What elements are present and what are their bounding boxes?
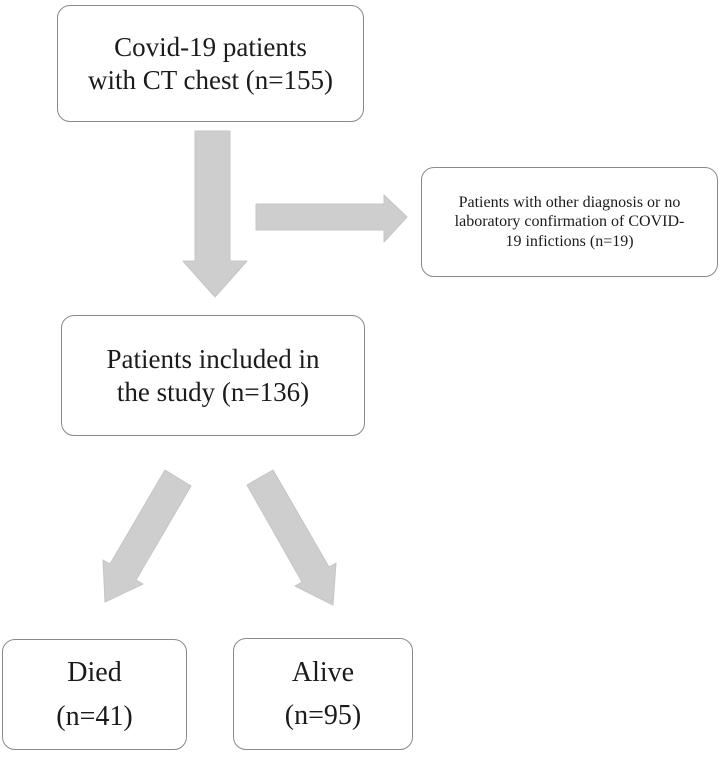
text-line: with CT chest (n=155)	[88, 64, 333, 95]
box-covid-ct-patients: Covid-19 patients with CT chest (n=155)	[57, 5, 364, 122]
text-line: Covid-19 patients	[114, 32, 307, 63]
box-included-patients-text: Patients included in the study (n=136)	[62, 343, 364, 408]
box-covid-ct-patients-text: Covid-19 patients with CT chest (n=155)	[58, 31, 363, 96]
down-arrow-icon	[182, 130, 248, 298]
text-line: laboratory confirmation of COVID-	[454, 213, 685, 231]
box-alive-text: Alive (n=95)	[234, 651, 412, 738]
text-line: Patients with other diagnosis or no	[458, 194, 681, 212]
text-line: Alive	[291, 656, 355, 688]
box-alive: Alive (n=95)	[233, 638, 413, 750]
box-included-patients: Patients included in the study (n=136)	[61, 315, 365, 436]
text-line: the study (n=136)	[116, 376, 310, 407]
down-left-arrow-icon	[102, 469, 192, 603]
text-line: Patients included in	[106, 344, 320, 375]
box-excluded-patients: Patients with other diagnosis or no labo…	[421, 167, 718, 277]
text-line: (n=95)	[284, 700, 362, 731]
down-right-arrow-icon	[246, 469, 337, 606]
right-arrow-icon	[255, 194, 408, 243]
text-line: (n=41)	[56, 700, 133, 732]
text-line: 19 infictions (n=19)	[505, 232, 634, 250]
box-died: Died (n=41)	[2, 639, 187, 750]
text-line: Died	[67, 657, 122, 689]
box-died-text: Died (n=41)	[3, 651, 186, 738]
box-excluded-patients-text: Patients with other diagnosis or no labo…	[422, 193, 717, 251]
